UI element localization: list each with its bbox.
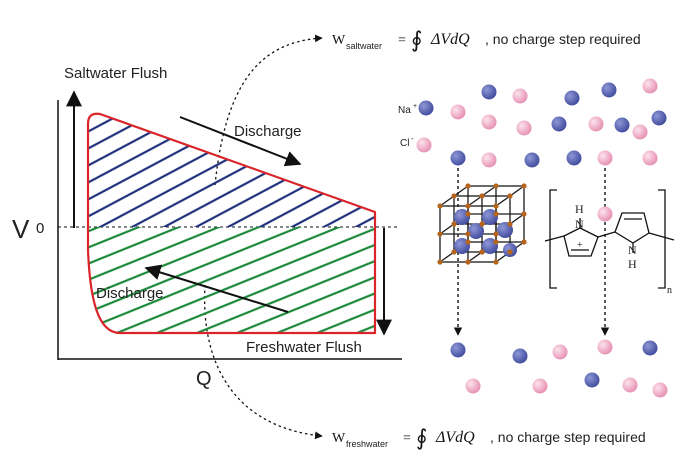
sodium-ion	[512, 348, 528, 364]
chloride-ion	[465, 378, 481, 394]
chloride-ion	[597, 150, 613, 166]
equation-note: , no charge step required	[485, 31, 641, 47]
sodium-label: Na	[398, 105, 411, 116]
sodium-ion	[614, 117, 630, 133]
solution-ions-bottom	[450, 339, 668, 398]
left-bracket	[549, 189, 557, 289]
sodium-ion	[524, 152, 540, 168]
sodium-ion	[454, 209, 470, 225]
chloride-ion	[588, 116, 604, 132]
hydrogen-label-top: H	[575, 202, 584, 216]
integrand: ΔVdQ	[435, 429, 475, 446]
repeat-unit-subscript: n	[667, 285, 672, 296]
solution-ions-top	[416, 78, 667, 168]
right-bracket	[658, 189, 666, 289]
chloride-ion	[642, 78, 658, 94]
chloride-ion	[481, 152, 497, 168]
saltwater-work-area	[88, 113, 375, 227]
sodium-charge: +	[413, 103, 417, 110]
freshwater-work-area	[88, 227, 375, 333]
w-subscript: freshwater	[346, 439, 388, 449]
chloride-ion	[450, 104, 466, 120]
discharge-arrow-lower	[144, 264, 289, 313]
chloride-ion	[597, 206, 613, 222]
sodium-ion	[481, 84, 497, 100]
sodium-ion	[564, 90, 580, 106]
chloride-ion	[632, 124, 648, 140]
sodium-ion	[418, 100, 434, 116]
nitrogen-label-top: N	[575, 217, 584, 231]
discharge-label-lower: Discharge	[96, 285, 164, 302]
zero-tick-label: 0	[36, 220, 44, 237]
sodium-ion	[450, 342, 466, 358]
polypyrrole-labels: H N + N H n	[575, 202, 672, 296]
chloride-ion	[552, 344, 568, 360]
w-symbol: W	[332, 431, 346, 446]
sodium-ion	[651, 110, 667, 126]
crystal-lattice-electrode	[437, 183, 527, 265]
freshwater-flush-label: Freshwater Flush	[246, 339, 362, 356]
chloride-ion	[622, 377, 638, 393]
nitrogen-label-bottom: N	[628, 243, 637, 257]
sodium-ion	[468, 223, 484, 239]
freshwater-work-equation: W freshwater = ∮ ΔVdQ , no charge step r…	[332, 425, 646, 450]
cycle-outline	[86, 112, 377, 335]
w-subscript: saltwater	[346, 41, 382, 51]
y-axis-label: V	[12, 214, 30, 244]
chloride-ion	[516, 120, 532, 136]
chloride-ion	[512, 88, 528, 104]
chloride-ion	[642, 150, 658, 166]
w-symbol: W	[332, 33, 346, 48]
equation-note: , no charge step required	[490, 429, 646, 445]
saltwater-flush-label: Saltwater Flush	[64, 65, 167, 82]
sodium-ion	[584, 372, 600, 388]
chloride-ion	[481, 114, 497, 130]
chloride-ion	[652, 382, 668, 398]
sodium-ion	[482, 209, 498, 225]
sodium-ion	[601, 82, 617, 98]
x-axis-label: Q	[196, 368, 212, 390]
sodium-ion	[566, 150, 582, 166]
sodium-ion	[551, 116, 567, 132]
discharge-label-upper: Discharge	[234, 123, 302, 140]
hydrogen-label-bottom: H	[628, 257, 637, 271]
chloride-label: Cl	[400, 138, 409, 149]
sodium-ion	[450, 150, 466, 166]
polypyrrole-structure	[544, 189, 675, 289]
chloride-ion	[416, 137, 432, 153]
equals-sign: =	[403, 431, 411, 446]
sodium-ion	[642, 340, 658, 356]
chloride-charge: -	[411, 134, 414, 143]
equals-sign: =	[398, 33, 406, 48]
chloride-ion	[532, 378, 548, 394]
integrand: ΔVdQ	[430, 31, 470, 48]
contour-integral: ∮	[416, 425, 427, 450]
saltwater-work-equation: W saltwater = ∮ ΔVdQ , no charge step re…	[332, 27, 641, 52]
chloride-ion	[597, 339, 613, 355]
discharge-arrow-upper	[179, 116, 302, 167]
saltwater-connector-arrow	[214, 34, 323, 186]
contour-integral: ∮	[411, 27, 422, 52]
ion-legend: Na + Cl -	[398, 103, 417, 149]
polaron-charge: +	[577, 240, 583, 251]
